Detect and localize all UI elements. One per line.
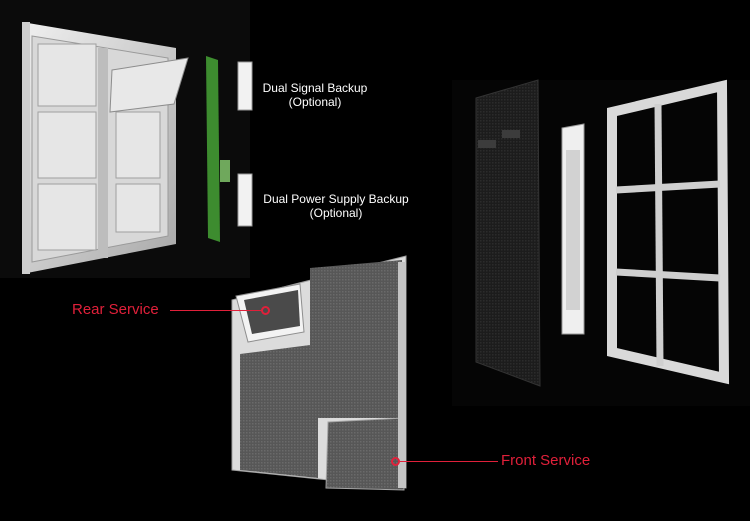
power-backup-label: Dual Power Supply Backup (Optional): [254, 192, 418, 220]
signal-pcb-strip: [206, 56, 230, 242]
signal-backup-optional: (Optional): [288, 95, 342, 109]
rear-service-callout: Rear Service: [72, 301, 159, 318]
front-service-marker: [391, 457, 400, 466]
front-service-callout: Front Service: [501, 452, 591, 469]
exploded-led-module: [475, 79, 541, 387]
exploded-frame: [607, 79, 730, 385]
power-backup-optional: (Optional): [309, 206, 363, 220]
signal-backup-title: Dual Signal Backup: [262, 81, 368, 95]
exploded-power-box: [561, 123, 585, 335]
rear-service-leader: [170, 310, 262, 311]
center-cabinet: [231, 255, 407, 491]
front-service-module: [325, 417, 405, 491]
power-backup-title: Dual Power Supply Backup: [263, 192, 409, 206]
rear-service-marker: [261, 306, 270, 315]
power-backup-module: [237, 173, 253, 227]
front-service-leader: [400, 461, 498, 462]
signal-backup-label: Dual Signal Backup (Optional): [254, 81, 376, 109]
signal-backup-module: [237, 61, 253, 111]
rear-cabinet-open: [22, 22, 189, 274]
